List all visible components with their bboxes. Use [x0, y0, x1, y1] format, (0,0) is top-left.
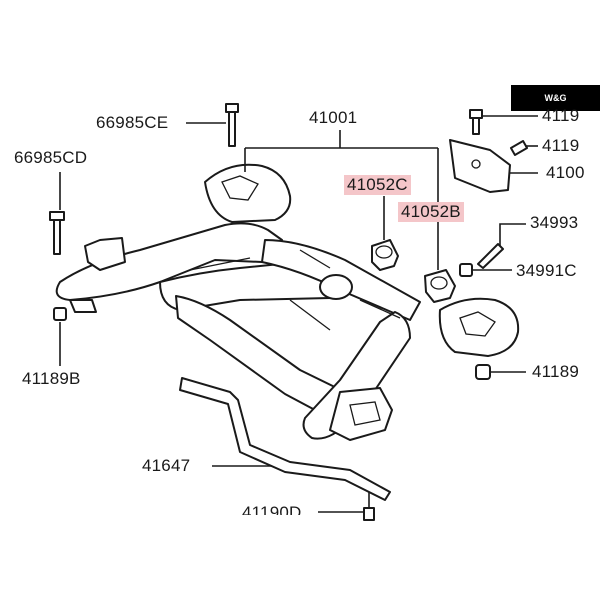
label-66985cd: 66985CD	[14, 148, 88, 167]
nut-41189-right	[475, 364, 491, 380]
label-41190d: 41190D	[242, 503, 302, 515]
bracket-4100	[449, 139, 511, 193]
label-41189b: 41189B	[22, 369, 81, 388]
leader-lines	[59, 115, 538, 513]
brand-text: W&G	[544, 93, 567, 103]
label-34993: 34993	[530, 213, 579, 232]
label-4119-top: 4119	[542, 106, 580, 125]
label-66985ce: 66985CE	[96, 113, 169, 132]
bushing-41052b	[424, 269, 456, 303]
label-41052b: 41052B	[398, 202, 464, 222]
label-41189-right: 41189	[532, 362, 580, 381]
label-41647: 41647	[142, 456, 191, 475]
bolt-34993	[477, 243, 504, 269]
rear-subframe	[55, 163, 520, 441]
bolt-66985ce	[225, 103, 239, 147]
nut-41189b	[53, 307, 67, 321]
bracket-41647	[179, 377, 391, 501]
bolt-66985cd	[49, 211, 65, 255]
label-34991c: 34991C	[516, 261, 577, 280]
nut-34991c	[459, 263, 473, 277]
bolt-4119-second	[509, 140, 529, 156]
bolt-4119-top	[469, 109, 483, 135]
bushing-41052c	[371, 239, 399, 271]
bolt-41190d	[363, 507, 375, 521]
brand-watermark: W&G	[511, 85, 600, 111]
label-41001: 41001	[309, 108, 358, 127]
label-4100: 4100	[546, 163, 585, 182]
label-41052c: 41052C	[344, 175, 411, 195]
label-4119-second: 4119	[542, 136, 580, 155]
